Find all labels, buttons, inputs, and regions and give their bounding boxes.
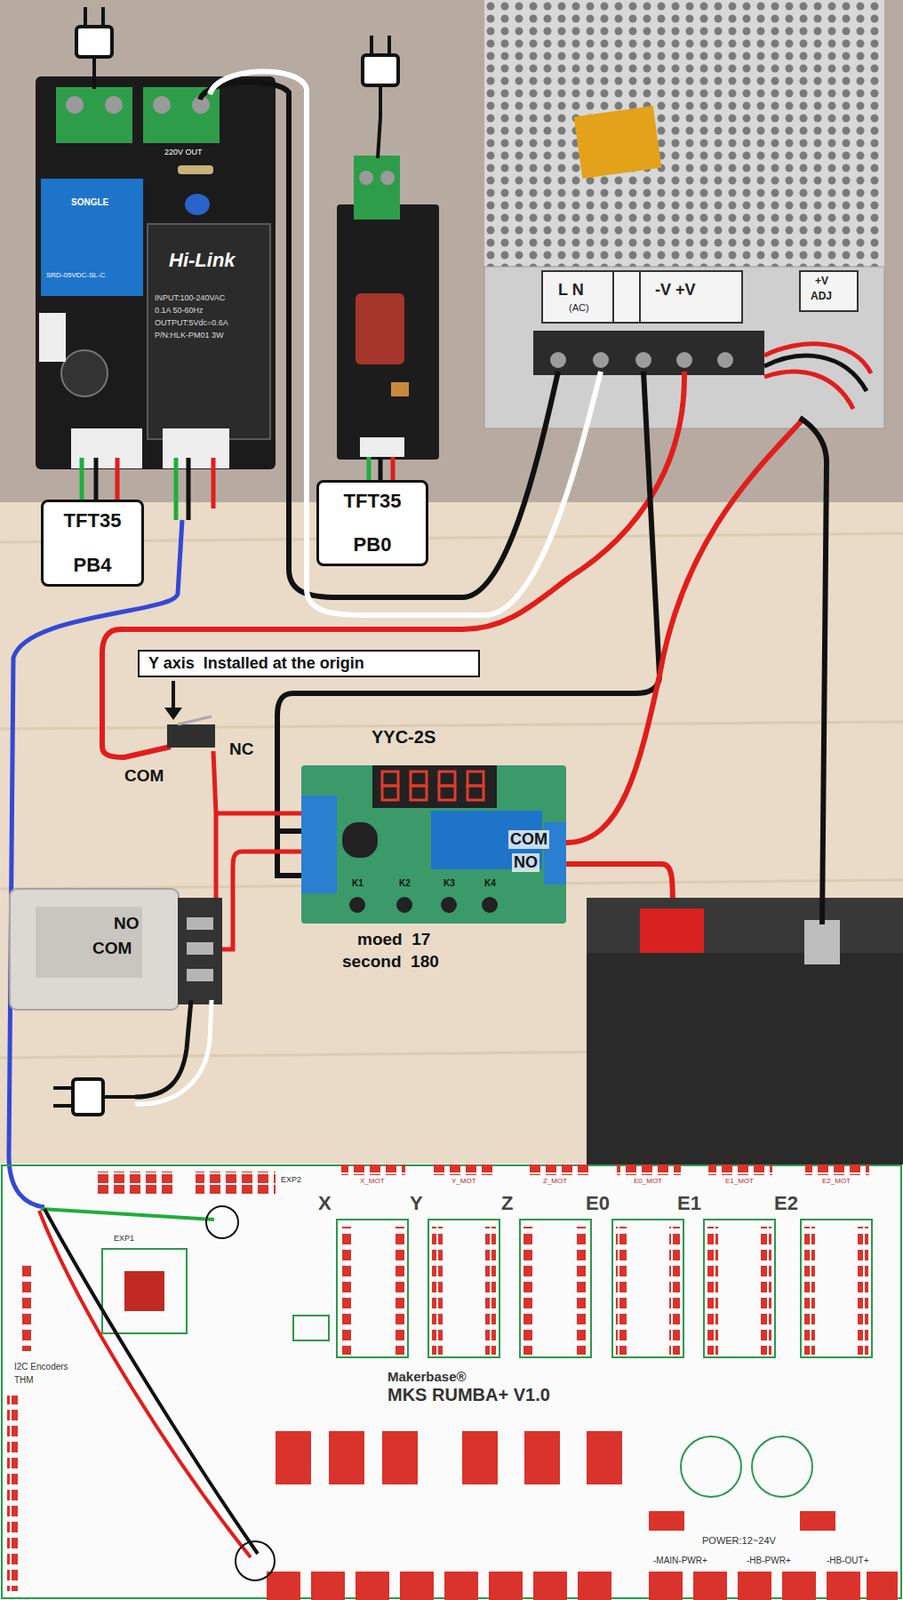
annotation-label: EXP2	[280, 1174, 302, 1184]
annotation-label: Hi-Link	[168, 248, 236, 272]
annotation-label: Y	[409, 1191, 424, 1215]
annotation-label: SRD-05VDC-SL-C	[46, 271, 105, 280]
annotation-label: 220V OUT	[164, 147, 203, 157]
annotation-label: K4	[484, 878, 496, 889]
annotation-label: 0.1A 50-60Hz	[154, 305, 204, 315]
annotation-label: EXP1	[113, 1233, 135, 1243]
annotation-label: E2	[774, 1191, 799, 1215]
annotation-label: P/N:HLK-PM01 3W	[154, 330, 224, 340]
annotation-label: ADJ	[810, 290, 832, 304]
annotation-label: Z	[501, 1191, 513, 1215]
annotation-label: COM	[124, 766, 164, 786]
annotation-label: K3	[443, 878, 456, 889]
annotation-label: X_MOT	[359, 1176, 385, 1185]
annotation-label: K1	[351, 878, 364, 889]
annotation-label: YYC-2S	[371, 727, 436, 748]
annotation-label: E0	[585, 1191, 610, 1215]
annotation-label: moed 17	[357, 929, 431, 950]
annotation-label: -MAIN-PWR+	[653, 1555, 708, 1567]
annotation-label: COM	[508, 830, 550, 849]
annotation-label: Makerbase®	[387, 1368, 467, 1384]
annotation-label: MKS RUMBA+ V1.0	[387, 1384, 551, 1406]
annotation-label: +V	[815, 275, 829, 288]
annotation-label: X	[318, 1191, 332, 1215]
annotation-label: -V +V	[655, 280, 696, 300]
annotation-label: L N	[558, 280, 584, 300]
pin-box: TFT35PB4	[40, 499, 144, 587]
box-text: Y axis Installed at the origin	[148, 654, 365, 673]
annotation-label: NC	[229, 739, 254, 760]
annotation-label: SONGLE	[71, 197, 109, 208]
box-text: TFT35	[343, 489, 402, 513]
annotation-label: Y_MOT	[451, 1176, 477, 1185]
annotation-label: -HB-PWR+	[746, 1555, 792, 1567]
annotation-label: K2	[399, 878, 411, 889]
annotation-label: I2C Encoders	[14, 1361, 69, 1373]
annotation-label: NO	[113, 913, 140, 934]
annotation-label: OUTPUT:5Vdc=0.6A	[154, 318, 229, 328]
annotation-label: E1	[677, 1191, 702, 1215]
annotation-label: second 180	[342, 951, 440, 972]
box-text: PB0	[353, 533, 392, 557]
annotation-label: NO	[511, 853, 540, 872]
annotation-label: E1_MOT	[725, 1176, 754, 1185]
annotation-label: Z_MOT	[543, 1176, 568, 1185]
annotation-label: POWER:12~24V	[702, 1534, 776, 1547]
pin-box: TFT35PB0	[316, 479, 429, 567]
annotation-label: -HB-OUT+	[826, 1555, 870, 1567]
annotation-label: (AC)	[568, 302, 590, 314]
box-text: PB4	[73, 553, 112, 577]
annotation-label: E2_MOT	[822, 1176, 851, 1185]
annotation-label: THM	[14, 1374, 34, 1386]
annotation-label: E0_MOT	[633, 1176, 663, 1185]
box-text: TFT35	[63, 509, 122, 533]
callout-box: Y axis Installed at the origin	[137, 649, 480, 678]
annotation-label: COM	[92, 938, 132, 959]
annotation-label: INPUT:100-240VAC	[154, 293, 225, 303]
